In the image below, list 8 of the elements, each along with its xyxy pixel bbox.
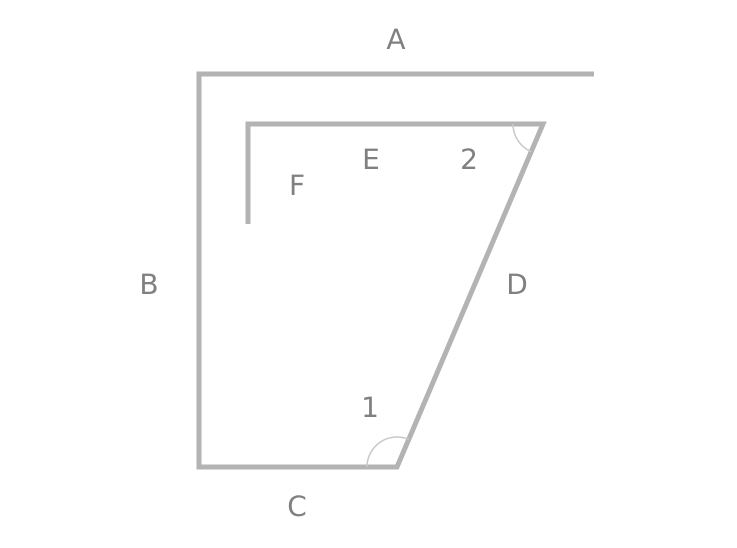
point-label: A [386,26,406,54]
point-label: D [506,271,528,299]
point-label: B [139,271,159,299]
point-label: E [362,146,380,174]
point-label: 1 [361,394,379,422]
point-label: C [287,493,307,521]
point-label: F [288,172,306,200]
point-label: 2 [460,146,478,174]
